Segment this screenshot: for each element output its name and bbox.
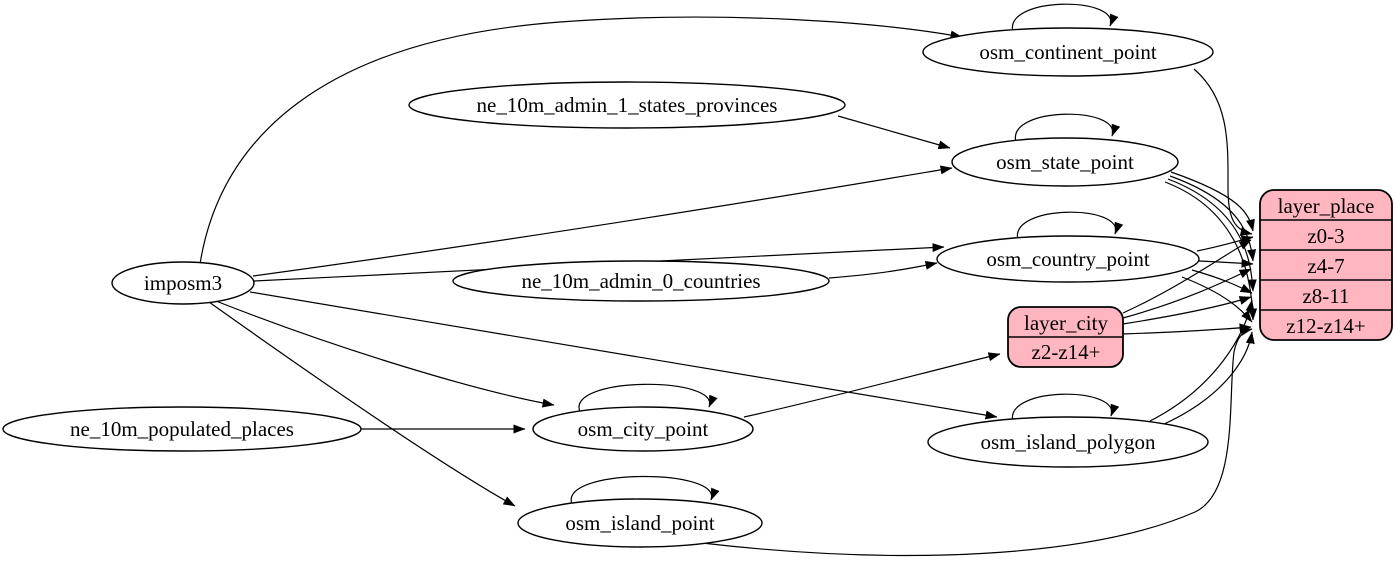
- self-loop-osm_country_point: [1017, 211, 1124, 241]
- node-ne_10m_populated_places: ne_10m_populated_places: [2, 406, 362, 452]
- edge-layer_city-layer_place-z12-z14: [1122, 323, 1252, 335]
- osm_continent_point-ellipse: [922, 27, 1214, 77]
- ne_10m_populated_places-label: ne_10m_populated_places: [70, 417, 294, 441]
- ne_10m_admin_0_countries-ellipse: [452, 260, 830, 302]
- osm_island_point-label: osm_island_point: [565, 511, 715, 535]
- layer_place-box: [1259, 189, 1393, 341]
- imposm3-ellipse: [111, 261, 255, 305]
- node-imposm3: imposm3: [111, 261, 255, 305]
- edge-layer_city-layer_place-z4-7: [1122, 268, 1252, 319]
- node-layer_place: layer_place z0-3 z4-7 z8-11 z12-z14+: [1259, 189, 1393, 341]
- node-ne_10m_admin_0_countries: ne_10m_admin_0_countries: [452, 260, 830, 302]
- edge-osm_island_polygon-layer_place-z8-11: [1149, 299, 1255, 422]
- osm_city_point-label: osm_city_point: [578, 417, 709, 441]
- osm_island_polygon-ellipse: [927, 416, 1209, 468]
- edge-layer_city-layer_place-z8-11: [1122, 296, 1252, 325]
- edge-osm_continent_point-layer_place-z0-3: [1193, 68, 1253, 236]
- edge-imposm3-osm_city_point: [215, 300, 555, 408]
- node-osm_island_polygon: osm_island_polygon: [927, 416, 1209, 468]
- edge-layer_city-layer_place-z0-3: [1122, 239, 1252, 314]
- layer_place-row-z8-11: z8-11: [1302, 284, 1349, 308]
- osm_state_point-ellipse: [951, 137, 1179, 187]
- edge-osm_city_point-layer_city: [743, 352, 1001, 418]
- imposm3-label: imposm3: [144, 271, 222, 295]
- self-loop-osm_island_point: [570, 475, 720, 505]
- layer_place-row-z12-z14: z12-z14+: [1286, 314, 1365, 338]
- edge-imposm3-osm_island_polygon: [249, 291, 998, 420]
- edge-osm_state_point-layer_place-z0-3: [1170, 171, 1255, 232]
- edge-ne_10m_admin_0_countries-osm_country_point: [828, 260, 938, 279]
- edge-osm_island_point-layer_place-z12-z14: [701, 327, 1253, 557]
- edge-layer: [199, 3, 1258, 557]
- edge-imposm3-osm_state_point: [252, 165, 953, 277]
- osm_country_point-ellipse: [936, 235, 1200, 283]
- osm_island_point-ellipse: [517, 498, 763, 548]
- self-loop-osm_city_point: [578, 383, 718, 413]
- ne_10m_populated_places-ellipse: [2, 406, 362, 452]
- node-osm_state_point: osm_state_point: [951, 137, 1179, 187]
- edge-osm_state_point-layer_place-z4-7: [1169, 175, 1257, 262]
- layer_place-row-z0-3: z0-3: [1307, 224, 1344, 248]
- osm_island_polygon-label: osm_island_polygon: [980, 430, 1156, 454]
- layer_place-row-z4-7: z4-7: [1307, 254, 1344, 278]
- edge-ne_10m_admin_1_states_provinces-osm_state_point: [837, 115, 951, 150]
- osm_state_point-label: osm_state_point: [996, 150, 1134, 174]
- node-osm_city_point: osm_city_point: [532, 406, 754, 452]
- edge-osm_state_point-layer_place-z8-11: [1167, 178, 1257, 292]
- ne_10m_admin_0_countries-label: ne_10m_admin_0_countries: [521, 269, 760, 293]
- osm_country_point-label: osm_country_point: [986, 247, 1149, 271]
- self-loop-osm_state_point: [1015, 113, 1121, 143]
- ne_10m_admin_1_states_provinces-ellipse: [408, 81, 846, 129]
- ne_10m_admin_1_states_provinces-label: ne_10m_admin_1_states_provinces: [477, 93, 778, 117]
- osm_city_point-ellipse: [532, 406, 754, 452]
- node-osm_continent_point: osm_continent_point: [922, 27, 1214, 77]
- node-layer_city: layer_city z2-z14+: [1007, 306, 1124, 368]
- edge-imposm3-osm_continent_point: [199, 16, 963, 265]
- edge-osm_country_point-layer_place-z0-3: [1196, 235, 1254, 252]
- node-osm_island_point: osm_island_point: [517, 498, 763, 548]
- node-ne_10m_admin_1_states_provinces: ne_10m_admin_1_states_provinces: [408, 81, 846, 129]
- edge-osm_island_polygon-layer_place-z12-z14: [1161, 331, 1255, 426]
- layer_city-row-z2-z14: z2-z14+: [1032, 340, 1101, 364]
- edge-imposm3-osm_island_point: [208, 301, 516, 507]
- edge-osm_country_point-layer_place-z4-7: [1198, 258, 1254, 268]
- self-loop-osm_island_polygon: [1012, 393, 1120, 423]
- self-loop-osm_continent_point: [1012, 3, 1119, 33]
- layer_city-title: layer_city: [1024, 311, 1108, 335]
- osm_continent_point-label: osm_continent_point: [979, 40, 1156, 64]
- node-osm_country_point: osm_country_point: [936, 235, 1200, 283]
- layer_place-title: layer_place: [1278, 194, 1375, 218]
